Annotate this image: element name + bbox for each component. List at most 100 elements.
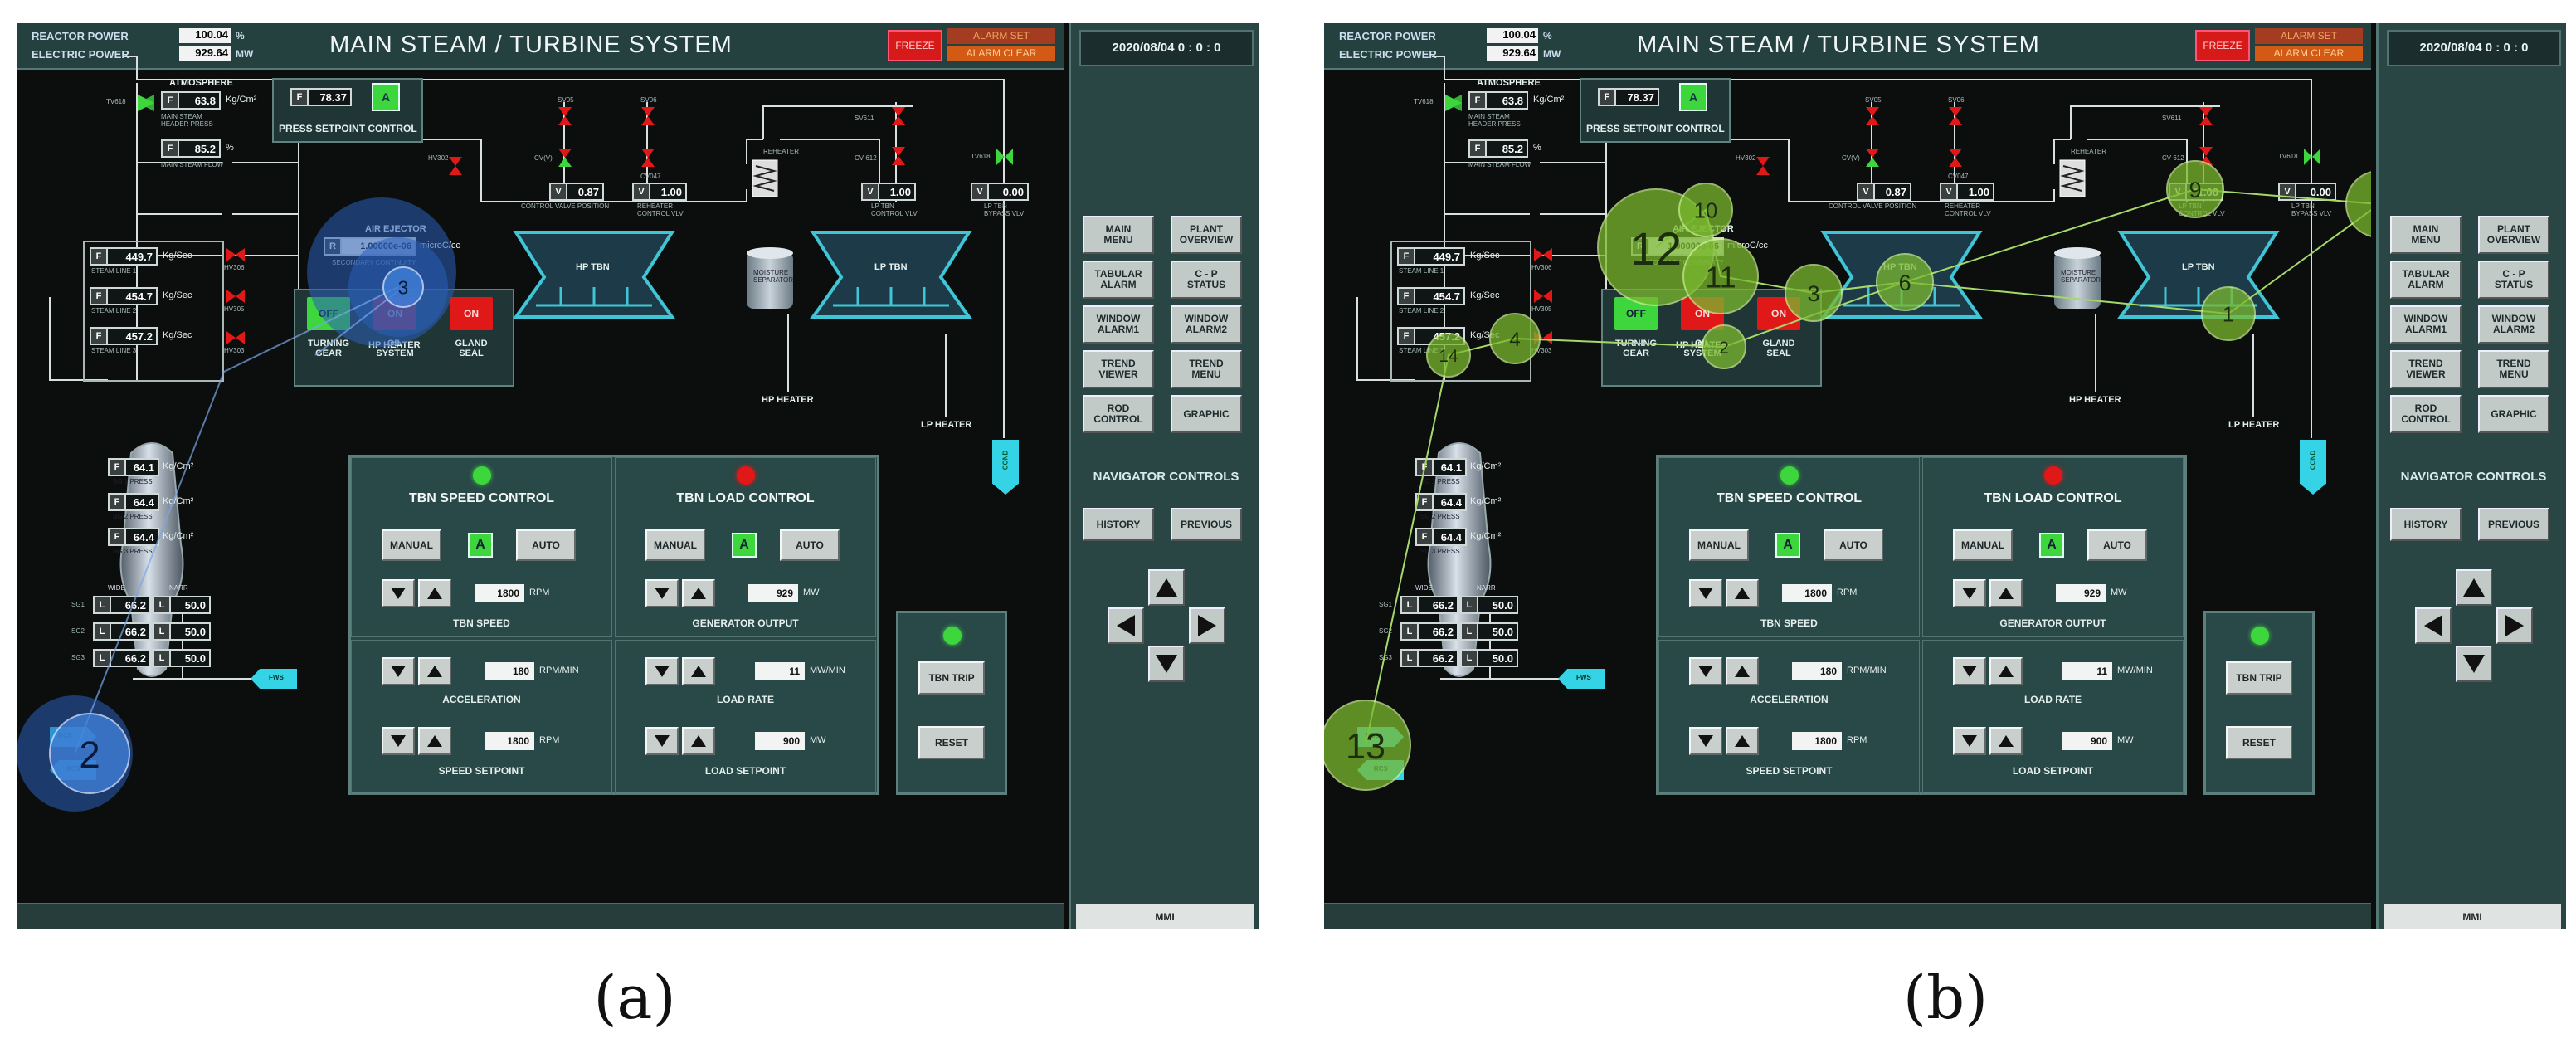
hv303-valve-icon[interactable] [226,330,246,345]
speed-setpoint-increase-button[interactable] [418,727,451,755]
sv05-valve-icon[interactable] [558,106,572,126]
main-menu-button[interactable]: MAIN MENU [2390,216,2462,254]
alarm-clear-button[interactable]: ALARM CLEAR [2255,46,2363,61]
speed-auto-button[interactable]: AUTO [1824,529,1883,561]
plant-overview-button[interactable]: PLANT OVERVIEW [1171,216,1242,254]
sv611-valve-icon[interactable] [891,106,906,126]
cv612-valve-icon[interactable] [891,146,906,166]
turbine-trip-button[interactable]: TBN TRIP [918,661,985,695]
reset-button[interactable]: RESET [2226,726,2292,759]
speed-auto-button[interactable]: AUTO [516,529,576,561]
cv-valve-icon[interactable] [558,148,572,168]
graphic-button[interactable]: GRAPHIC [2478,395,2549,433]
load-increase-button[interactable] [682,579,715,607]
alarm-clear-button[interactable]: ALARM CLEAR [947,46,1055,61]
nav-up-button[interactable] [1148,569,1185,606]
speed-increase-button[interactable] [1726,579,1759,607]
load-decrease-button[interactable] [1953,579,1986,607]
speed-manual-button[interactable]: MANUAL [382,529,441,561]
load-rate-increase-button[interactable] [682,657,715,685]
load-rate-decrease-button[interactable] [645,657,679,685]
sv06-valve-icon[interactable] [1948,106,1963,126]
freeze-button[interactable]: FREEZE [2195,30,2250,61]
sv05-valve-icon[interactable] [1865,106,1880,126]
hv302-valve-icon[interactable] [1755,156,1770,176]
load-setpoint-increase-button[interactable] [682,727,715,755]
oil-system-button[interactable]: ON [373,297,416,330]
load-manual-button[interactable]: MANUAL [645,529,705,561]
load-increase-button[interactable] [1989,579,2023,607]
window-alarm1-button[interactable]: WINDOW ALARM1 [1083,305,1154,344]
main-menu-button[interactable]: MAIN MENU [1083,216,1154,254]
turning-gear-button[interactable]: OFF [307,297,350,330]
tv618-valve-icon[interactable] [136,93,156,113]
plant-overview-button[interactable]: PLANT OVERVIEW [2478,216,2549,254]
load-setpoint-decrease-button[interactable] [1953,727,1986,755]
nav-left-button[interactable] [1108,607,1144,644]
tv618b-valve-icon[interactable] [996,148,1014,166]
load-setpoint-decrease-button[interactable] [645,727,679,755]
trend-menu-button[interactable]: TREND MENU [2478,350,2549,388]
tabular-alarm-button[interactable]: TABULAR ALARM [2390,261,2462,299]
trend-viewer-button[interactable]: TREND VIEWER [2390,350,2462,388]
press-setpoint-auto-button[interactable]: A [372,83,400,111]
window-alarm2-button[interactable]: WINDOW ALARM2 [1171,305,1242,344]
freeze-button[interactable]: FREEZE [888,30,942,61]
cv047-valve-icon[interactable] [1948,148,1963,168]
window-alarm2-button[interactable]: WINDOW ALARM2 [2478,305,2549,344]
speed-decrease-button[interactable] [1689,579,1722,607]
alarm-set-button[interactable]: ALARM SET [2255,28,2363,44]
trend-menu-button[interactable]: TREND MENU [1171,350,1242,388]
cv047-valve-icon[interactable] [640,148,655,168]
accel-increase-button[interactable] [418,657,451,685]
previous-button[interactable]: PREVIOUS [2478,508,2549,541]
speed-setpoint-decrease-button[interactable] [382,727,415,755]
cp-status-button[interactable]: C - P STATUS [2478,261,2549,299]
hv306-valve-icon[interactable] [226,247,246,262]
mmi-button[interactable]: MMI [2384,904,2561,929]
reset-button[interactable]: RESET [918,726,985,759]
window-alarm1-button[interactable]: WINDOW ALARM1 [2390,305,2462,344]
nav-down-button[interactable] [1148,646,1185,682]
sv06-valve-icon[interactable] [640,106,655,126]
nav-up-button[interactable] [2456,569,2492,606]
load-rate-decrease-button[interactable] [1953,657,1986,685]
oil-system-button[interactable]: ON [1681,297,1724,330]
load-setpoint-increase-button[interactable] [1989,727,2023,755]
accel-decrease-button[interactable] [382,657,415,685]
gland-seal-button[interactable]: ON [450,297,493,330]
tabular-alarm-button[interactable]: TABULAR ALARM [1083,261,1154,299]
cv612-valve-icon[interactable] [2199,146,2213,166]
alarm-set-button[interactable]: ALARM SET [947,28,1055,44]
mmi-button[interactable]: MMI [1076,904,1254,929]
load-auto-button[interactable]: AUTO [2087,529,2147,561]
press-setpoint-auto-button[interactable]: A [1679,83,1707,111]
accel-increase-button[interactable] [1726,657,1759,685]
load-decrease-button[interactable] [645,579,679,607]
hv305-valve-icon[interactable] [1533,289,1553,304]
nav-right-button[interactable] [2496,607,2533,644]
hv306-valve-icon[interactable] [1533,247,1553,262]
history-button[interactable]: HISTORY [1083,508,1154,541]
sv611-valve-icon[interactable] [2199,106,2213,126]
tv618b-valve-icon[interactable] [2303,148,2321,166]
turbine-trip-button[interactable]: TBN TRIP [2226,661,2292,695]
previous-button[interactable]: PREVIOUS [1171,508,1242,541]
history-button[interactable]: HISTORY [2390,508,2462,541]
turning-gear-button[interactable]: OFF [1614,297,1658,330]
cv-valve-icon[interactable] [1865,148,1880,168]
load-auto-button[interactable]: AUTO [780,529,840,561]
speed-setpoint-decrease-button[interactable] [1689,727,1722,755]
speed-increase-button[interactable] [418,579,451,607]
trend-viewer-button[interactable]: TREND VIEWER [1083,350,1154,388]
nav-left-button[interactable] [2415,607,2452,644]
gland-seal-button[interactable]: ON [1757,297,1800,330]
tv618-valve-icon[interactable] [1444,93,1463,113]
hv303-valve-icon[interactable] [1533,330,1553,345]
accel-decrease-button[interactable] [1689,657,1722,685]
speed-manual-button[interactable]: MANUAL [1689,529,1749,561]
nav-right-button[interactable] [1189,607,1225,644]
graphic-button[interactable]: GRAPHIC [1171,395,1242,433]
speed-setpoint-increase-button[interactable] [1726,727,1759,755]
nav-down-button[interactable] [2456,646,2492,682]
